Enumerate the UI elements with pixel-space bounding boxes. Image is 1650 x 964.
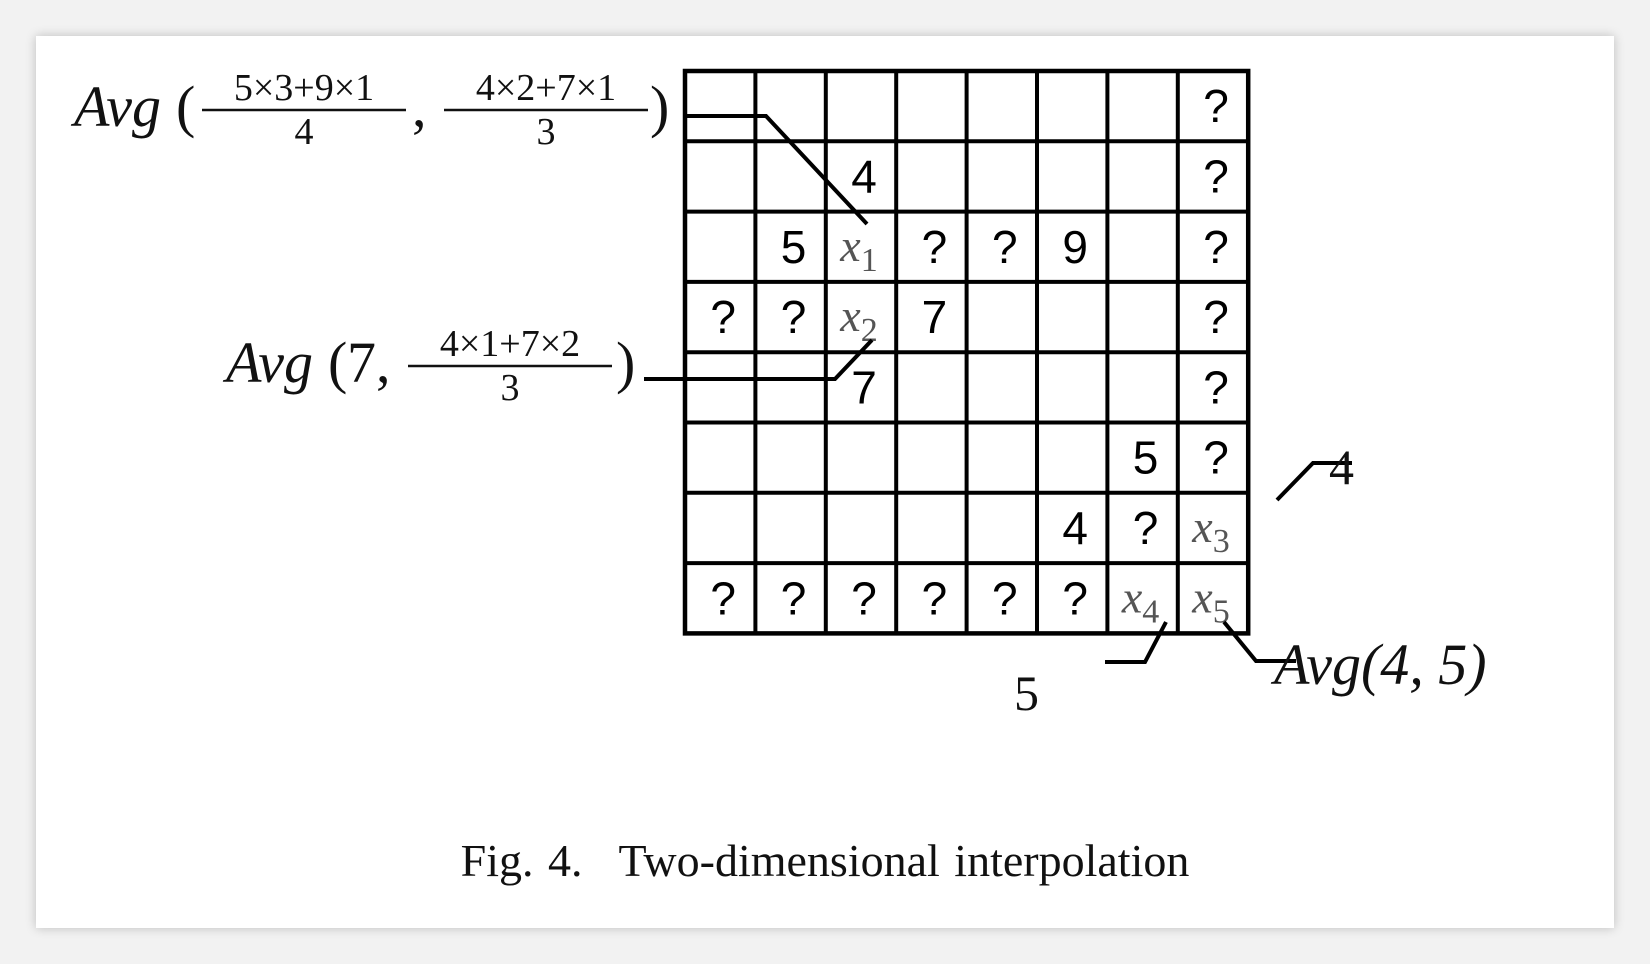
- grid-cell-value: 5: [1133, 432, 1159, 484]
- annotation-x3-value: 4: [1329, 439, 1354, 495]
- grid-cell-value: 5: [781, 221, 807, 273]
- grid-cell-unknown: ?: [1203, 432, 1229, 484]
- x1-func-name: Avg: [70, 74, 161, 139]
- x1-frac2-numerator: 4×2+7×1: [476, 67, 616, 109]
- x2-func-name: Avg: [222, 330, 313, 395]
- leader-line-x5: [1222, 620, 1296, 663]
- leader-line-x3: [1275, 461, 1352, 502]
- figure-card: ? 4? 5 x1?? 9??? x2 7? 7? 5? 4? x3?????? x4 x5 Avg (…: [36, 36, 1614, 928]
- grid-cell-unknown: ?: [1062, 572, 1088, 624]
- x2-frac-denominator: 3: [501, 367, 520, 409]
- grid-cell-unknown: ?: [1203, 361, 1229, 413]
- x2-frac-numerator: 4×1+7×2: [440, 323, 580, 365]
- annotation-x4-value: 5: [1014, 665, 1039, 721]
- x2-open-paren: (: [328, 330, 347, 395]
- x1-open-paren: (: [176, 74, 195, 139]
- leader-line-x2: [644, 338, 874, 381]
- annotation-x5-expr: Avg(4, 5): [1270, 632, 1487, 697]
- annotation-x1: Avg ( 5×3+9×1 4 , 4×2+7×1 3 ): [70, 67, 669, 153]
- annotation-x2: Avg ( 7, 4×1+7×2 3 ): [222, 323, 635, 409]
- x1-close-paren: ): [650, 74, 669, 139]
- leader-line-x4: [1105, 621, 1168, 664]
- grid-cell-variable-x4: x4: [1121, 571, 1159, 630]
- grid-cell-value: 4: [851, 150, 877, 202]
- grid-cell-unknown: ?: [851, 572, 877, 624]
- grid-cell-unknown: ?: [781, 291, 807, 343]
- caption-text: Two-dimensional interpolation: [618, 835, 1190, 886]
- grid: ? 4? 5 x1?? 9??? x2 7? 7? 5? 4? x3?????? x4 x5: [682, 68, 1251, 636]
- grid-cell-value: 9: [1062, 221, 1088, 273]
- grid-cell-unknown: ?: [1203, 150, 1229, 202]
- figure-caption: Fig. 4. Two-dimensional interpolation: [36, 834, 1614, 887]
- x1-frac2-denominator: 3: [537, 111, 556, 153]
- grid-cell-unknown: ?: [922, 221, 948, 273]
- grid-cell-variable-x1: x1: [839, 220, 877, 279]
- x1-frac1-numerator: 5×3+9×1: [234, 67, 374, 109]
- grid-cell-unknown: ?: [1203, 80, 1229, 132]
- grid-cell-unknown: ?: [1133, 502, 1159, 554]
- x1-separator: ,: [412, 74, 427, 139]
- grid-cell-value: 4: [1062, 502, 1088, 554]
- grid-cell-value: 7: [851, 361, 877, 413]
- grid-cell-unknown: ?: [710, 291, 736, 343]
- grid-cell-unknown: ?: [1203, 291, 1229, 343]
- grid-cell-unknown: ?: [1203, 221, 1229, 273]
- x2-close-paren: ): [616, 330, 635, 395]
- leader-line-x1: [684, 114, 869, 226]
- caption-label: Fig. 4.: [460, 835, 583, 886]
- grid-cell-unknown: ?: [992, 221, 1018, 273]
- grid-cell-unknown: ?: [710, 572, 736, 624]
- grid-cell-unknown: ?: [922, 572, 948, 624]
- x2-first-arg: 7,: [347, 330, 391, 395]
- grid-cell-variable-x3: x3: [1191, 501, 1229, 560]
- interpolation-diagram: ? 4? 5 x1?? 9??? x2 7? 7? 5? 4? x3?????? x4 x5 Avg (…: [70, 67, 1487, 721]
- x1-frac1-denominator: 4: [295, 111, 314, 153]
- grid-cell-variable-x2: x2: [839, 290, 877, 349]
- grid-cell-unknown: ?: [992, 572, 1018, 624]
- grid-cell-unknown: ?: [781, 572, 807, 624]
- grid-cell-variable-x5: x5: [1191, 571, 1229, 630]
- grid-cell-value: 7: [922, 291, 948, 343]
